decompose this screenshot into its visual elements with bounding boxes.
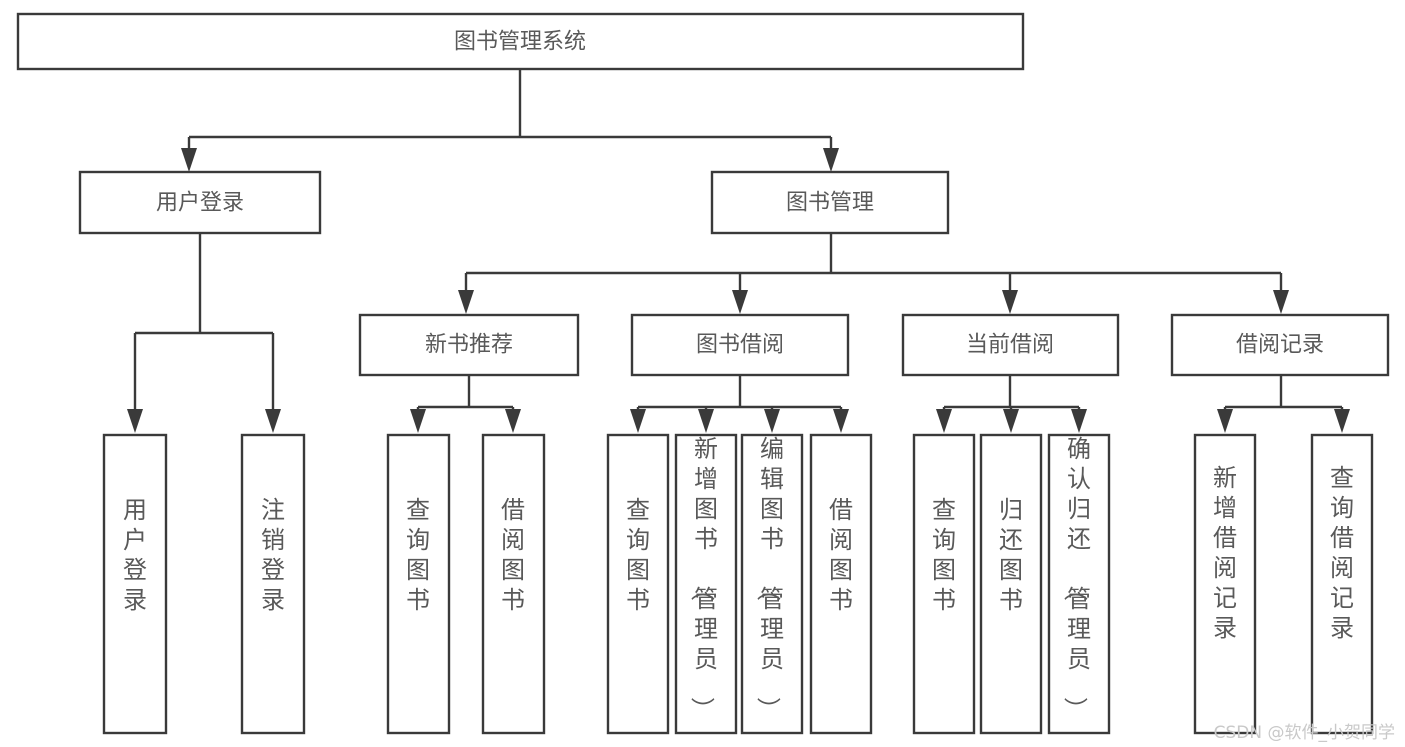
leaf-node-query-book-nb[interactable]: 查询图书 (386, 433, 451, 735)
edge-group-current-borrow-to-leaves (936, 375, 1087, 433)
node-borrow-record[interactable]: 借阅记录 (1170, 313, 1390, 377)
leaf-query-book-bb-label: 查询图书 (626, 496, 650, 614)
leaf-logout-box[interactable] (240, 433, 306, 735)
leaf-return-book-label: 归还图书 (999, 496, 1023, 614)
node-root-box[interactable] (16, 12, 1025, 71)
leaf-node-return-book[interactable]: 归还图书 (979, 433, 1043, 735)
edge-group-root-to-level2 (181, 69, 839, 172)
edge-group-new-book-to-leaves (410, 375, 521, 433)
leaf-query-book-cb-label: 查询图书 (932, 496, 956, 614)
node-book-borrow[interactable]: 图书借阅 (630, 313, 850, 377)
arrowhead-leaf-add-book (698, 409, 714, 433)
arrowhead-leaf-borrow-book-nb (505, 409, 521, 433)
edge-group-book-borrow-to-leaves (630, 375, 849, 433)
node-current-borrow-label: 当前借阅 (966, 333, 1054, 358)
arrowhead-leaf-borrow-book-bb (833, 409, 849, 433)
edge-group-book-mgmt-to-level3 (458, 233, 1289, 314)
leaf-query-record-label: 查询借阅记录 (1330, 464, 1354, 642)
leaf-node-confirm-return[interactable]: 确认归还（管理员） (1047, 433, 1111, 735)
arrowhead-leaf-user-login (127, 409, 143, 433)
leaf-node-add-record[interactable]: 新增借阅记录 (1193, 433, 1257, 735)
leaf-add-book-box[interactable] (674, 433, 738, 735)
leaf-node-borrow-book-nb[interactable]: 借阅图书 (481, 433, 546, 735)
leaf-query-book-bb-box[interactable] (606, 433, 670, 735)
leaf-query-book-nb-label: 查询图书 (406, 496, 430, 614)
node-book-management-box[interactable] (710, 170, 950, 235)
node-new-book-recommend[interactable]: 新书推荐 (358, 313, 580, 377)
node-user-login-label: 用户登录 (156, 191, 244, 216)
leaf-node-query-book-bb[interactable]: 查询图书 (606, 433, 670, 735)
edge-group-borrow-record-to-leaves (1217, 375, 1350, 433)
arrowhead-borrow-record (1273, 290, 1289, 314)
leaf-node-logout[interactable]: 注销登录 (240, 433, 306, 735)
leaf-confirm-return-label: 确认归还（管理员） (1061, 435, 1091, 721)
arrowhead-leaf-query-book-bb (630, 409, 646, 433)
arrowhead-leaf-query-book-nb (410, 409, 426, 433)
node-new-book-recommend-box[interactable] (358, 313, 580, 377)
arrowhead-book-mgmt (823, 148, 839, 172)
arrowhead-leaf-logout (265, 409, 281, 433)
edge-group-user-login-to-leaves (127, 233, 281, 433)
leaf-add-book-label: 新增图书（管理员） (688, 435, 718, 721)
csdn-watermark: CSDN @软件_小贺同学 (1213, 723, 1395, 743)
arrowhead-leaf-query-record (1334, 409, 1350, 433)
leaf-add-record-box[interactable] (1193, 433, 1257, 735)
node-root-system[interactable]: 图书管理系统 (16, 12, 1025, 71)
leaf-query-record-box[interactable] (1310, 433, 1374, 735)
arrowhead-user-login (181, 148, 197, 172)
leaf-edit-book-label: 编辑图书（管理员） (754, 435, 784, 721)
leaf-node-user-login[interactable]: 用户登录 (102, 433, 168, 735)
arrowhead-leaf-return-book (1003, 409, 1019, 433)
node-current-borrow[interactable]: 当前借阅 (901, 313, 1120, 377)
leaf-borrow-book-nb-label: 借阅图书 (501, 496, 525, 614)
leaf-node-query-book-cb[interactable]: 查询图书 (912, 433, 976, 735)
arrowhead-current-borrow (1002, 290, 1018, 314)
arrowhead-leaf-add-record (1217, 409, 1233, 433)
node-book-borrow-box[interactable] (630, 313, 850, 377)
leaf-user-login-label: 用户登录 (123, 496, 147, 614)
leaf-borrow-book-bb-box[interactable] (809, 433, 873, 735)
leaf-query-book-nb-box[interactable] (386, 433, 451, 735)
leaf-add-record-label: 新增借阅记录 (1213, 464, 1237, 642)
leaf-user-login-box[interactable] (102, 433, 168, 735)
leaf-borrow-book-nb-box[interactable] (481, 433, 546, 735)
leaf-edit-book-box[interactable] (740, 433, 804, 735)
node-current-borrow-box[interactable] (901, 313, 1120, 377)
arrowhead-leaf-confirm-return (1071, 409, 1087, 433)
arrowhead-book-borrow (732, 290, 748, 314)
node-book-borrow-label: 图书借阅 (696, 333, 784, 358)
node-book-management[interactable]: 图书管理 (710, 170, 950, 235)
leaf-logout-label: 注销登录 (261, 496, 285, 614)
node-user-login[interactable]: 用户登录 (78, 170, 322, 235)
arrowhead-leaf-query-book-cb (936, 409, 952, 433)
node-book-management-label: 图书管理 (786, 191, 874, 216)
node-root-label: 图书管理系统 (454, 30, 586, 55)
arrowhead-new-book-recommend (458, 290, 474, 314)
node-borrow-record-label: 借阅记录 (1236, 333, 1324, 358)
arrowhead-leaf-edit-book (764, 409, 780, 433)
leaf-borrow-book-bb-label: 借阅图书 (829, 496, 853, 614)
leaf-node-edit-book[interactable]: 编辑图书（管理员） (740, 433, 804, 735)
leaf-node-query-record[interactable]: 查询借阅记录 (1310, 433, 1374, 735)
leaf-query-book-cb-box[interactable] (912, 433, 976, 735)
leaf-confirm-return-box[interactable] (1047, 433, 1111, 735)
node-new-book-recommend-label: 新书推荐 (425, 333, 513, 358)
node-borrow-record-box[interactable] (1170, 313, 1390, 377)
leaf-return-book-box[interactable] (979, 433, 1043, 735)
leaf-node-borrow-book-bb[interactable]: 借阅图书 (809, 433, 873, 735)
leaf-node-add-book[interactable]: 新增图书（管理员） (674, 433, 738, 735)
node-user-login-box[interactable] (78, 170, 322, 235)
